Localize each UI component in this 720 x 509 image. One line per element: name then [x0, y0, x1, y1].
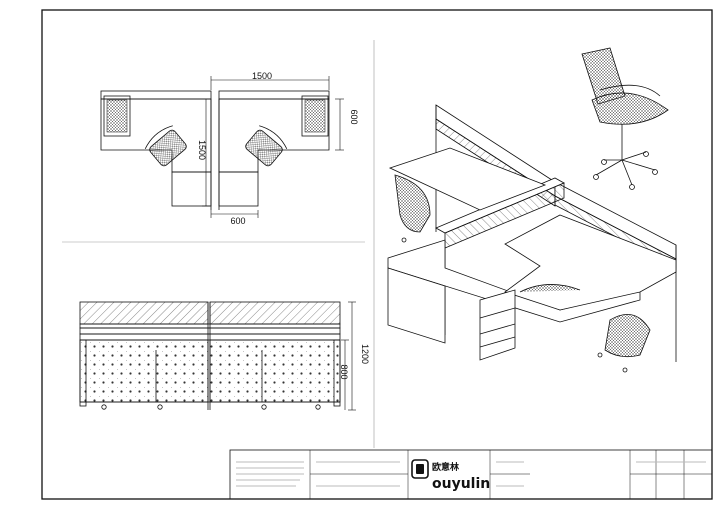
- brand-name: ouyulin: [432, 476, 490, 492]
- office-chair: [581, 47, 669, 190]
- dim-left-height: 1500: [197, 140, 207, 160]
- dim-right-depth: 600: [349, 109, 359, 124]
- isometric-view: [387, 104, 677, 373]
- title-block: [229, 449, 713, 500]
- brand-chinese: 欧意林: [432, 461, 460, 472]
- brand-logo: 欧意林 ouyulin: [411, 459, 490, 492]
- dim-total-height: 1200: [360, 344, 370, 364]
- front-elevation: [79, 301, 356, 411]
- plan-view: [100, 76, 344, 218]
- dim-top-width: 1500: [252, 71, 272, 81]
- dim-desk-height: 800: [339, 364, 349, 379]
- dim-bottom-width: 600: [230, 216, 245, 226]
